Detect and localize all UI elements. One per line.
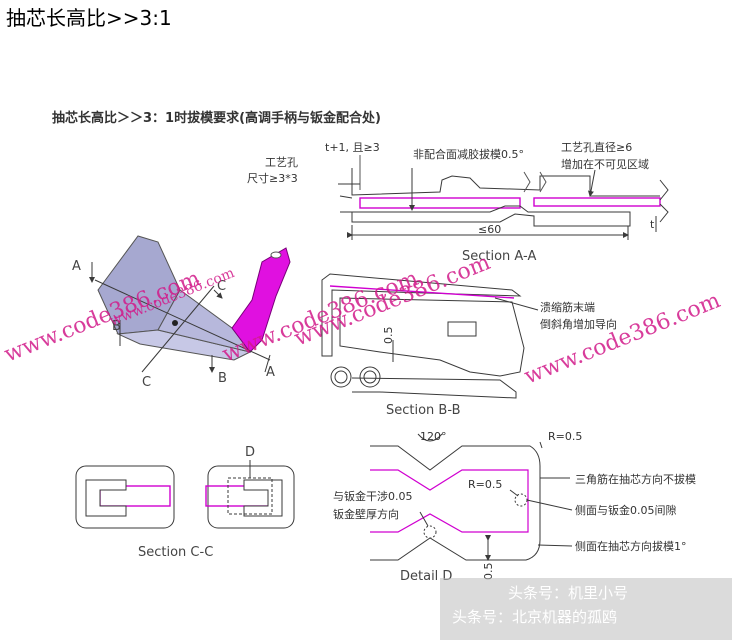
section-aa-drawing — [338, 155, 669, 240]
iso-label-a-right: A — [266, 365, 275, 380]
section-cc-label: Section C-C — [138, 545, 213, 560]
d-note-side: 侧面在抽芯方向拔模1° — [575, 539, 687, 553]
section-bb-drawing — [321, 273, 539, 399]
detail-d-drawing — [370, 433, 573, 561]
iso-section-lines — [89, 262, 271, 373]
cc-d-marker: D — [245, 445, 255, 460]
section-bb-label: Section B-B — [386, 403, 461, 418]
iso-label-c-bottom: C — [142, 375, 151, 390]
section-cc-drawing — [75, 460, 295, 529]
overlay-line1: 头条号：机里小号 — [508, 584, 628, 602]
aa-process-hole-size: 尺寸≥3*3 — [247, 171, 298, 185]
detail-d-label: Detail D — [400, 569, 452, 584]
aa-length: ≤60 — [478, 223, 501, 236]
d-dim-bottom: 0.5 — [482, 563, 495, 581]
d-angle: 120° — [420, 430, 447, 443]
d-wall-dir: 钣金壁厚方向 — [333, 507, 399, 521]
aa-non-mating: 非配合面减胶拔模0.5° — [413, 147, 524, 161]
corner-overlay-bg — [440, 578, 732, 640]
aa-hole-dia: 工艺孔直径≥6 — [561, 140, 632, 154]
iso-label-c-top: C — [217, 279, 226, 294]
bb-note1: 溃缩筋末端 — [540, 300, 595, 314]
d-r-top: R=0.5 — [548, 430, 582, 443]
iso-label-b-top: B — [112, 319, 121, 334]
aa-process-hole: 工艺孔 — [265, 156, 298, 169]
section-aa-label: Section A-A — [462, 249, 536, 264]
iso-label-a-left: A — [72, 259, 81, 274]
d-note-gap: 侧面与钣金0.05间隙 — [575, 503, 677, 517]
iso-label-b-bottom: B — [218, 371, 227, 386]
bb-note2: 倒斜角增加导向 — [540, 317, 617, 331]
diagram-heading: 抽芯长高比＞＞3：1时拔模要求(高调手柄与钣金配合处) — [52, 110, 381, 126]
page-title: 抽芯长高比>>3:1 — [6, 6, 172, 30]
d-interference: 与钣金干涉0.05 — [333, 489, 413, 503]
d-r-mid: R=0.5 — [468, 478, 502, 491]
aa-t: t — [650, 218, 655, 231]
aa-t-plus: t+1, 且≥3 — [325, 141, 380, 154]
bb-dim: 0.5 — [382, 327, 395, 345]
aa-hole-invisible: 增加在不可见区域 — [561, 157, 649, 171]
d-note-rib: 三角筋在抽芯方向不拔模 — [575, 472, 696, 486]
overlay-line2: 头条号：北京机器的孤鸥 — [452, 608, 617, 626]
